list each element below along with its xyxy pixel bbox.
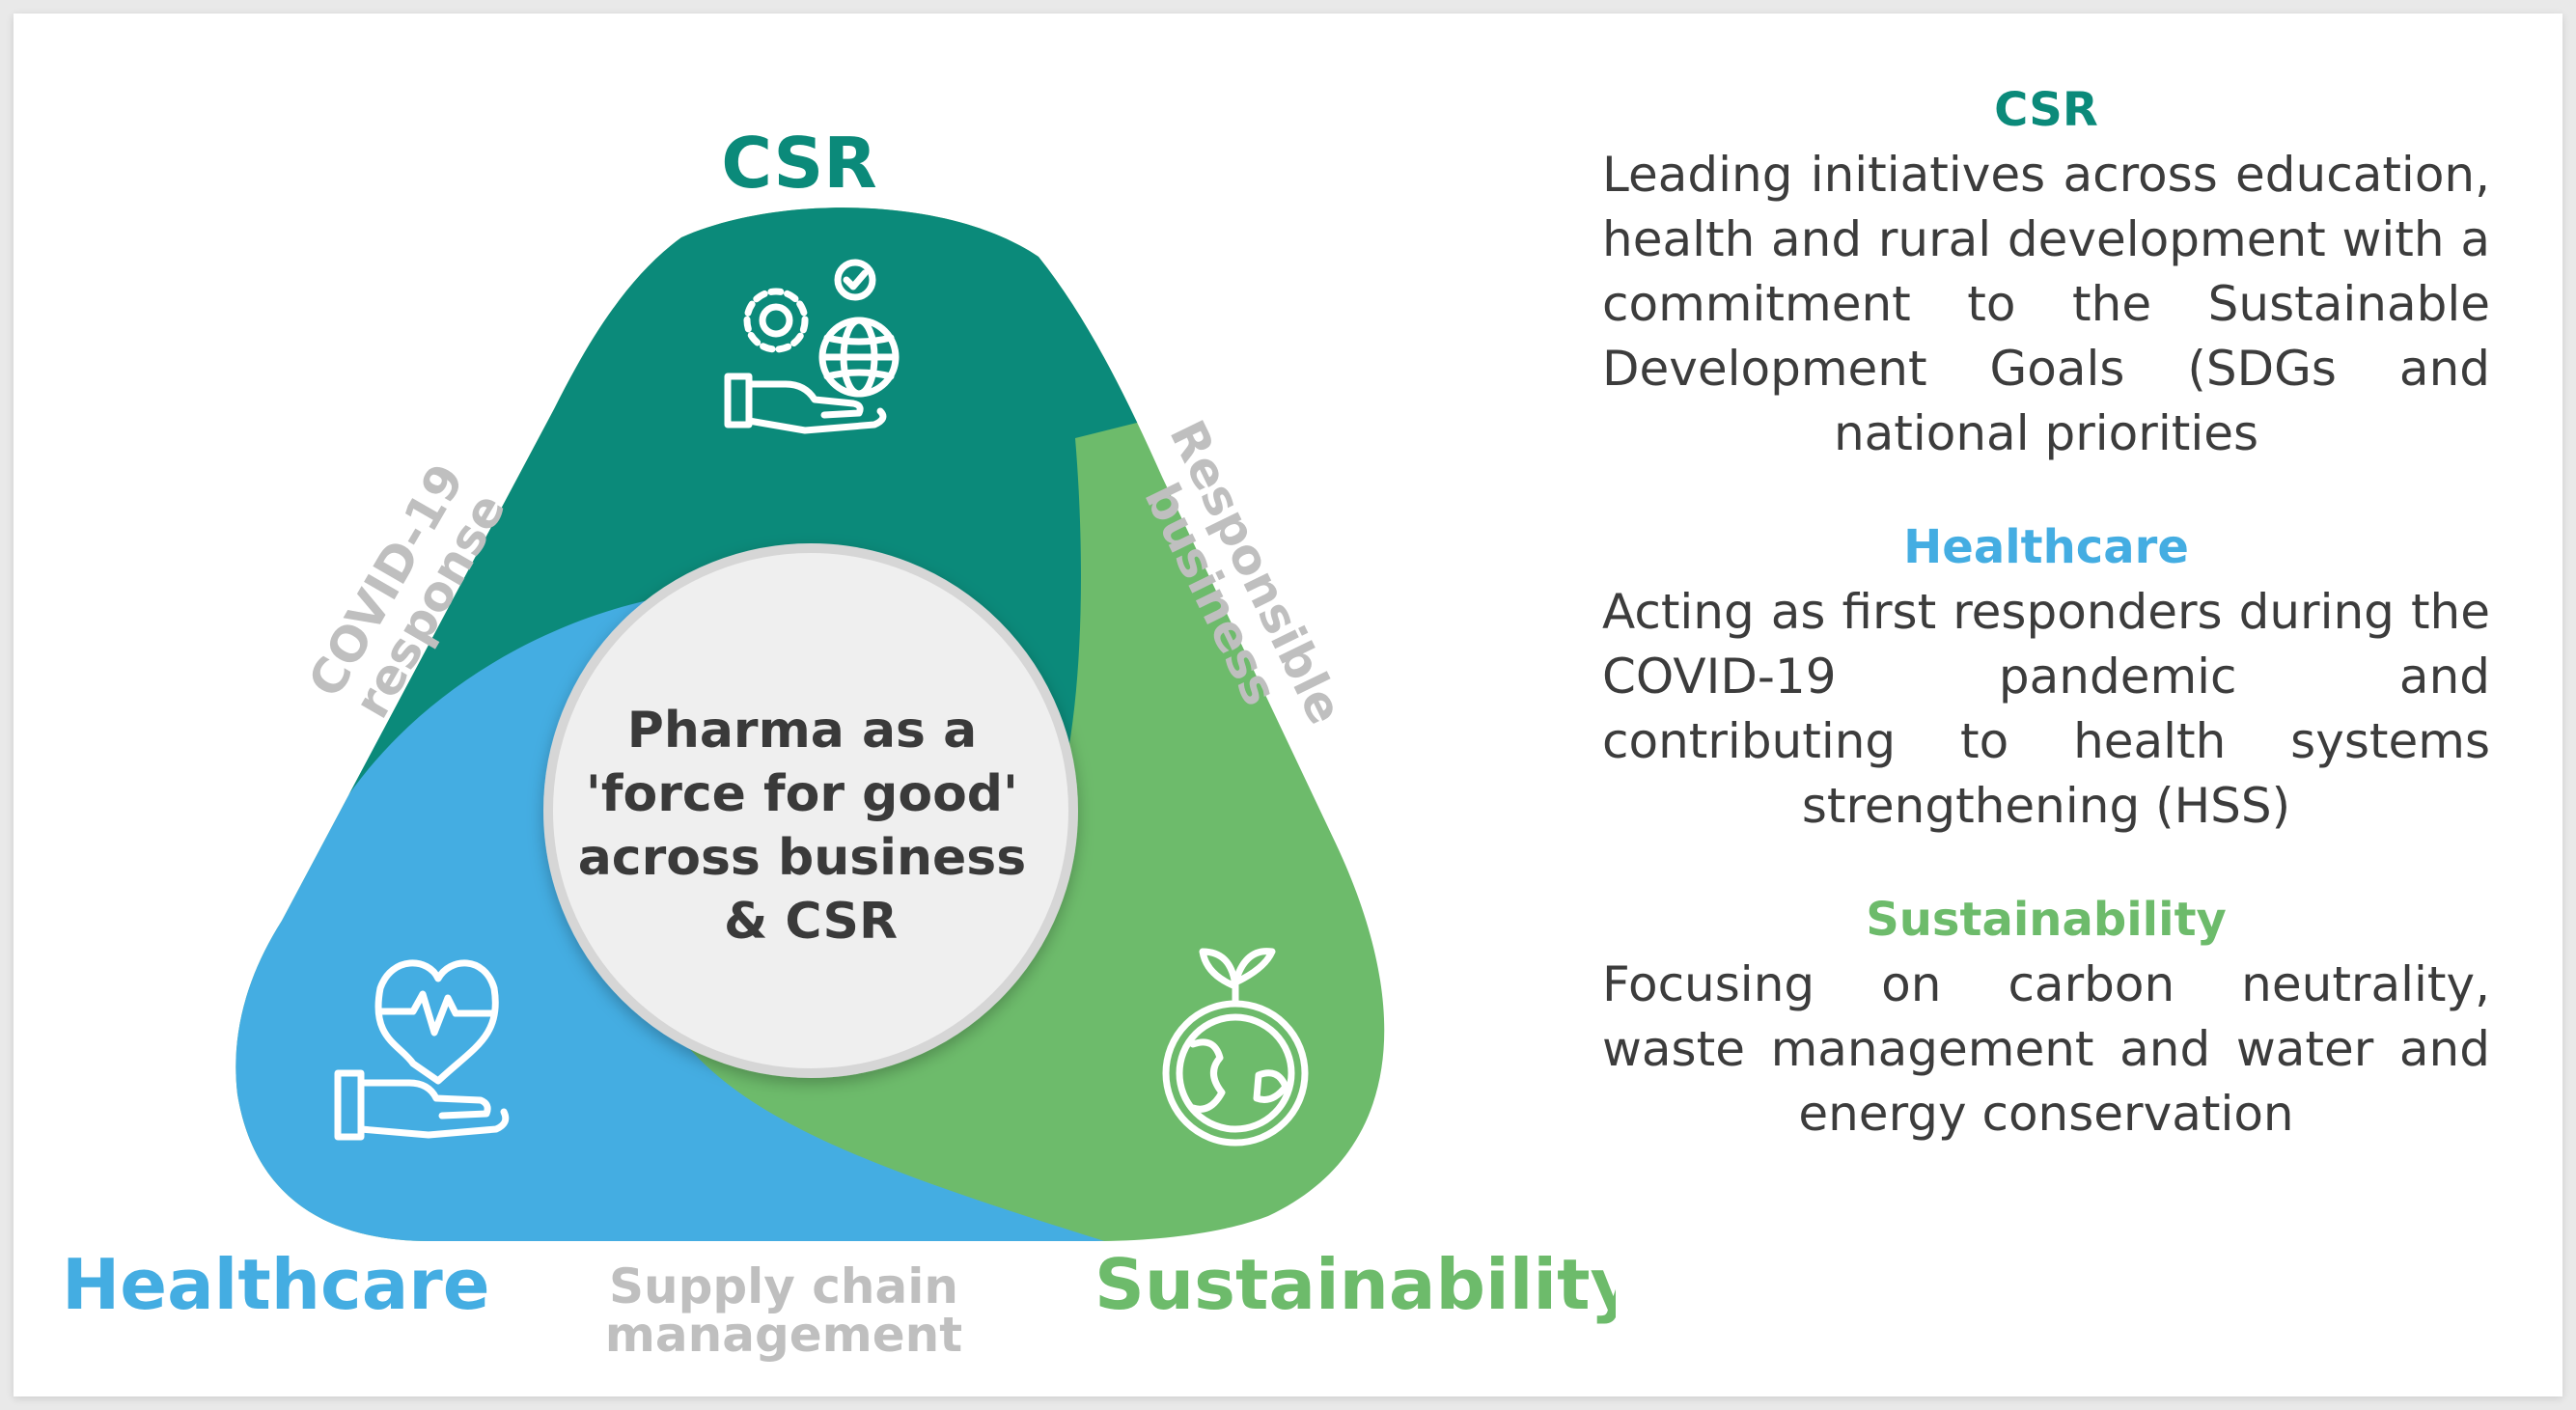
csr-section-title: CSR	[1994, 83, 2098, 137]
csr-section: CSR Leading initiatives across education…	[1602, 81, 2490, 466]
sustainability-section-text: Focusing on carbon neutrality, waste man…	[1602, 956, 2490, 1142]
hand-heart-icon	[334, 959, 510, 1141]
svg-text:Supply chain: Supply chain	[609, 1258, 958, 1314]
csr-label: CSR	[721, 123, 876, 204]
globe-leaf-icon	[1162, 948, 1309, 1147]
healthcare-section-title: Healthcare	[1903, 520, 2189, 574]
sustainability-label: Sustainability	[1094, 1244, 1616, 1325]
csr-section-text: Leading initiatives across education, he…	[1602, 147, 2490, 461]
center-line-3: across business	[578, 829, 1027, 887]
sustainability-section: Sustainability Focusing on carbon neutra…	[1602, 891, 2490, 1147]
center-circle	[543, 543, 1078, 1078]
hand-globe-gear-icon	[724, 259, 900, 434]
sustainability-section-title: Sustainability	[1866, 893, 2227, 947]
svg-text:management: management	[605, 1307, 962, 1363]
center-line-4: & CSR	[724, 893, 898, 951]
infographic-card: Pharma as a 'force for good' across busi…	[14, 14, 2562, 1396]
description-panel: CSR Leading initiatives across education…	[1602, 81, 2490, 1199]
healthcare-section: Healthcare Acting as first responders du…	[1602, 518, 2490, 839]
center-line-2: 'force for good'	[586, 765, 1018, 823]
healthcare-section-text: Acting as first responders during the CO…	[1602, 584, 2490, 834]
center-line-1: Pharma as a	[627, 702, 977, 760]
pharma-triangle-diagram: Pharma as a 'force for good' across busi…	[62, 123, 1616, 1363]
healthcare-label: Healthcare	[62, 1244, 490, 1325]
center-text: Pharma as a 'force for good' across busi…	[578, 702, 1044, 951]
supply-chain-side-label: Supply chain management	[605, 1258, 962, 1363]
